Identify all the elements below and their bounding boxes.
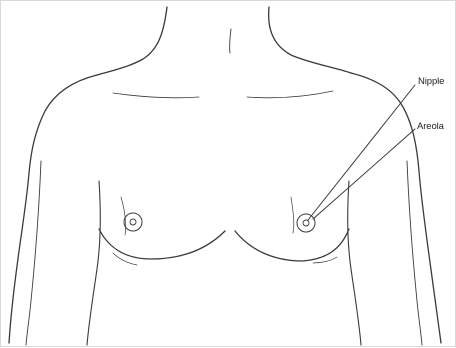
right-nipple bbox=[303, 220, 309, 226]
nipple-leader-line bbox=[308, 85, 415, 220]
neck-right-outline bbox=[269, 7, 351, 73]
right-breast-upper bbox=[291, 197, 294, 233]
left-inner-arm bbox=[26, 161, 41, 345]
right-areola bbox=[297, 214, 315, 232]
left-shoulder-outline bbox=[9, 75, 97, 343]
right-collarbone bbox=[247, 91, 333, 98]
left-collarbone bbox=[113, 93, 199, 98]
left-torso-side bbox=[87, 181, 100, 345]
right-inner-arm bbox=[407, 161, 422, 345]
right-breast-shadow bbox=[313, 257, 337, 263]
left-breast-upper bbox=[121, 197, 126, 235]
neck-left-outline bbox=[97, 7, 167, 75]
left-areola bbox=[124, 213, 142, 231]
left-breast-outline bbox=[99, 229, 225, 259]
right-breast-outline bbox=[235, 229, 349, 261]
right-shoulder-outline bbox=[351, 73, 441, 343]
right-torso-side bbox=[348, 181, 361, 345]
areola-label: Areola bbox=[417, 121, 444, 132]
areola-leader-line bbox=[313, 129, 415, 219]
nipple-label: Nipple bbox=[418, 76, 444, 87]
left-nipple bbox=[130, 219, 136, 225]
neck-center-mark bbox=[230, 29, 231, 53]
